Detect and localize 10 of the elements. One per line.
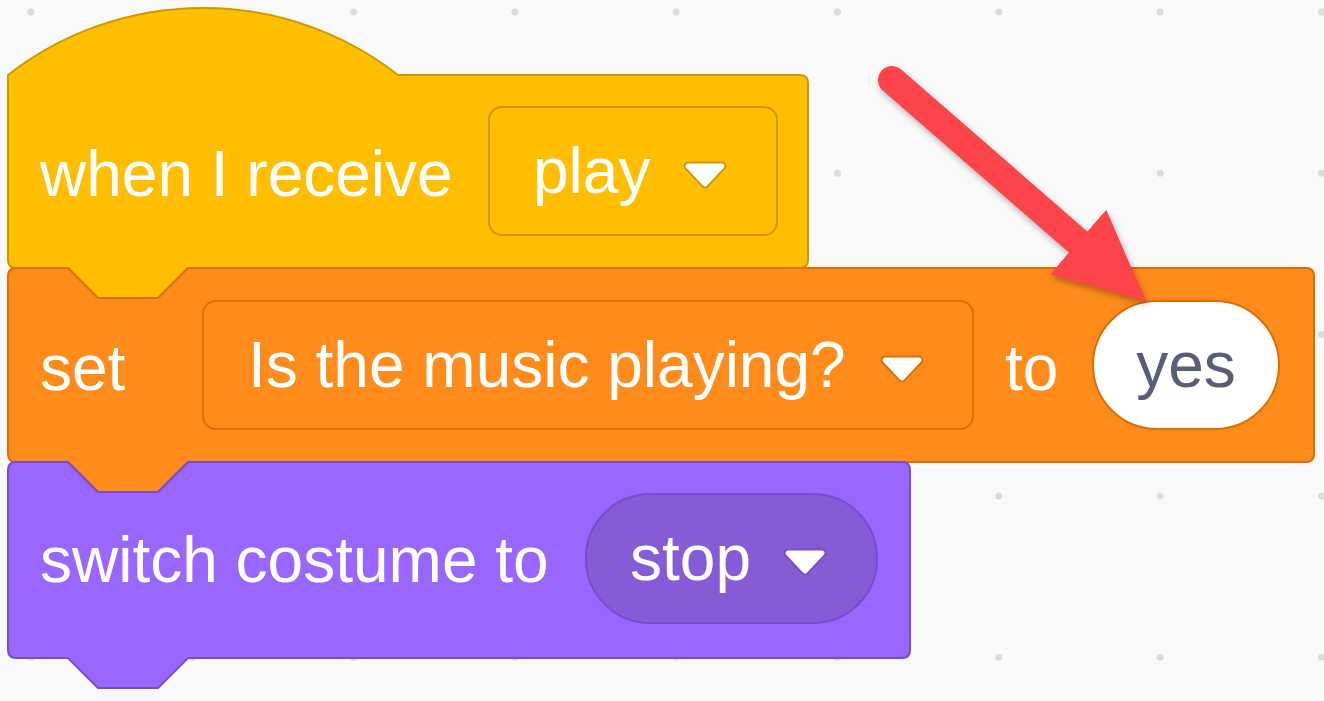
code-block: [7, 461, 911, 689]
arrow: [878, 66, 1146, 302]
block-text: switch costume to: [40, 528, 549, 592]
block-text: set: [40, 336, 126, 400]
block-text: when I receive: [40, 142, 453, 206]
block-text: to: [1005, 336, 1059, 400]
dropdown-menu: play: [488, 106, 778, 236]
code-block: [7, 267, 1315, 493]
dropdown-menu: stop: [585, 493, 878, 624]
dropdown-menu: Is the music playing?: [202, 300, 974, 430]
